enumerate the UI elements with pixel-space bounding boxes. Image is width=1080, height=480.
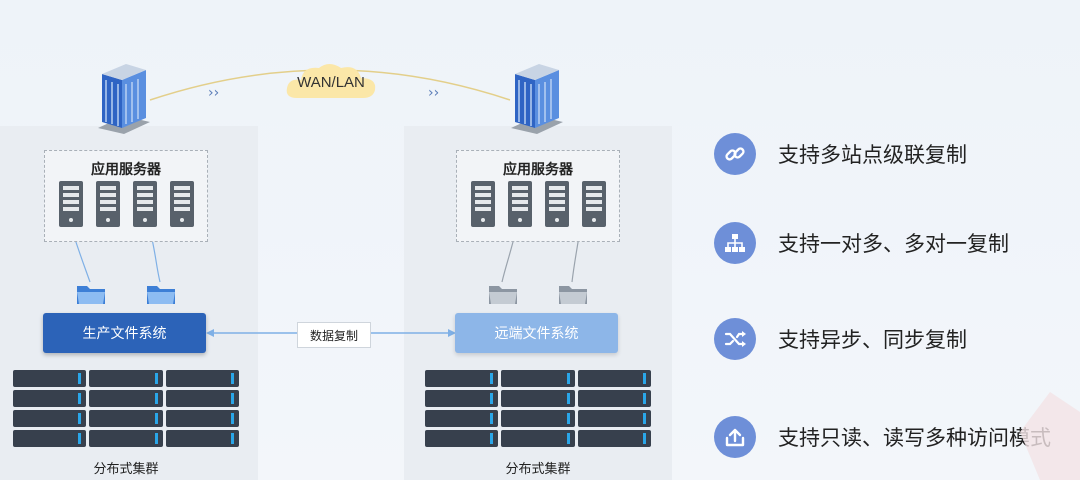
storage-unit bbox=[425, 390, 499, 407]
storage-unit bbox=[501, 430, 575, 447]
storage-unit bbox=[89, 410, 163, 427]
storage-unit bbox=[425, 410, 499, 427]
server-icon bbox=[132, 181, 157, 227]
server-icon bbox=[470, 181, 495, 227]
storage-unit bbox=[165, 390, 239, 407]
production-filesystem: 生产文件系统 bbox=[43, 313, 206, 353]
storage-unit bbox=[13, 390, 87, 407]
app-server-group-right: 应用服务器 bbox=[456, 150, 620, 242]
storage-unit bbox=[165, 410, 239, 427]
storage-unit bbox=[501, 410, 575, 427]
hierarchy-icon bbox=[714, 222, 756, 264]
replication-label: 数据复制 bbox=[297, 322, 371, 348]
storage-unit bbox=[577, 390, 651, 407]
storage-unit bbox=[577, 410, 651, 427]
feature-text: 支持多站点级联复制 bbox=[778, 144, 967, 167]
storage-unit bbox=[501, 370, 575, 387]
server-icon bbox=[581, 181, 606, 227]
wan-cloud-icon bbox=[286, 64, 376, 98]
app-server-group-left: 应用服务器 bbox=[44, 150, 208, 242]
wan-label: WAN/LAN bbox=[297, 74, 365, 91]
storage-unit bbox=[577, 370, 651, 387]
app-server-title: 应用服务器 bbox=[91, 161, 161, 177]
storage-unit bbox=[165, 370, 239, 387]
storage-cluster-left bbox=[13, 370, 239, 447]
storage-cluster-right bbox=[425, 370, 651, 447]
feature-text: 支持一对多、多对一复制 bbox=[778, 233, 1009, 256]
storage-unit bbox=[425, 370, 499, 387]
server-icon bbox=[58, 181, 83, 227]
cluster-label-left: 分布式集群 bbox=[93, 461, 159, 476]
feature-text: 支持异步、同步复制 bbox=[778, 329, 967, 352]
storage-unit bbox=[89, 430, 163, 447]
storage-unit bbox=[89, 390, 163, 407]
server-icon bbox=[95, 181, 120, 227]
feature-item: 支持只读、读写多种访问模式 bbox=[714, 416, 1051, 458]
app-server-title: 应用服务器 bbox=[503, 161, 573, 177]
server-icon bbox=[507, 181, 532, 227]
link-icon bbox=[714, 133, 756, 175]
wan-arrow-left: ›› bbox=[208, 85, 219, 101]
storage-unit bbox=[501, 390, 575, 407]
storage-unit bbox=[13, 410, 87, 427]
folder-icon bbox=[559, 286, 587, 304]
server-icon bbox=[169, 181, 194, 227]
storage-unit bbox=[89, 370, 163, 387]
feature-item: 支持一对多、多对一复制 bbox=[714, 222, 1009, 264]
folder-icon bbox=[147, 286, 175, 304]
storage-unit bbox=[13, 430, 87, 447]
decorative-corner-shape bbox=[1020, 392, 1080, 480]
feature-text: 支持只读、读写多种访问模式 bbox=[778, 427, 1051, 450]
server-icon bbox=[544, 181, 569, 227]
shuffle-icon bbox=[714, 318, 756, 360]
feature-item: 支持多站点级联复制 bbox=[714, 133, 967, 175]
cluster-label-right: 分布式集群 bbox=[505, 461, 571, 476]
folder-icon bbox=[77, 286, 105, 304]
datacenter-building-icon-right bbox=[511, 64, 563, 134]
storage-unit bbox=[577, 430, 651, 447]
remote-filesystem: 远端文件系统 bbox=[455, 313, 618, 353]
wan-arrow-right: ›› bbox=[428, 85, 439, 101]
datacenter-building-icon-left bbox=[98, 64, 150, 134]
folder-icon bbox=[489, 286, 517, 304]
storage-unit bbox=[425, 430, 499, 447]
storage-unit bbox=[165, 430, 239, 447]
storage-unit bbox=[13, 370, 87, 387]
feature-item: 支持异步、同步复制 bbox=[714, 318, 967, 360]
upload-icon bbox=[714, 416, 756, 458]
